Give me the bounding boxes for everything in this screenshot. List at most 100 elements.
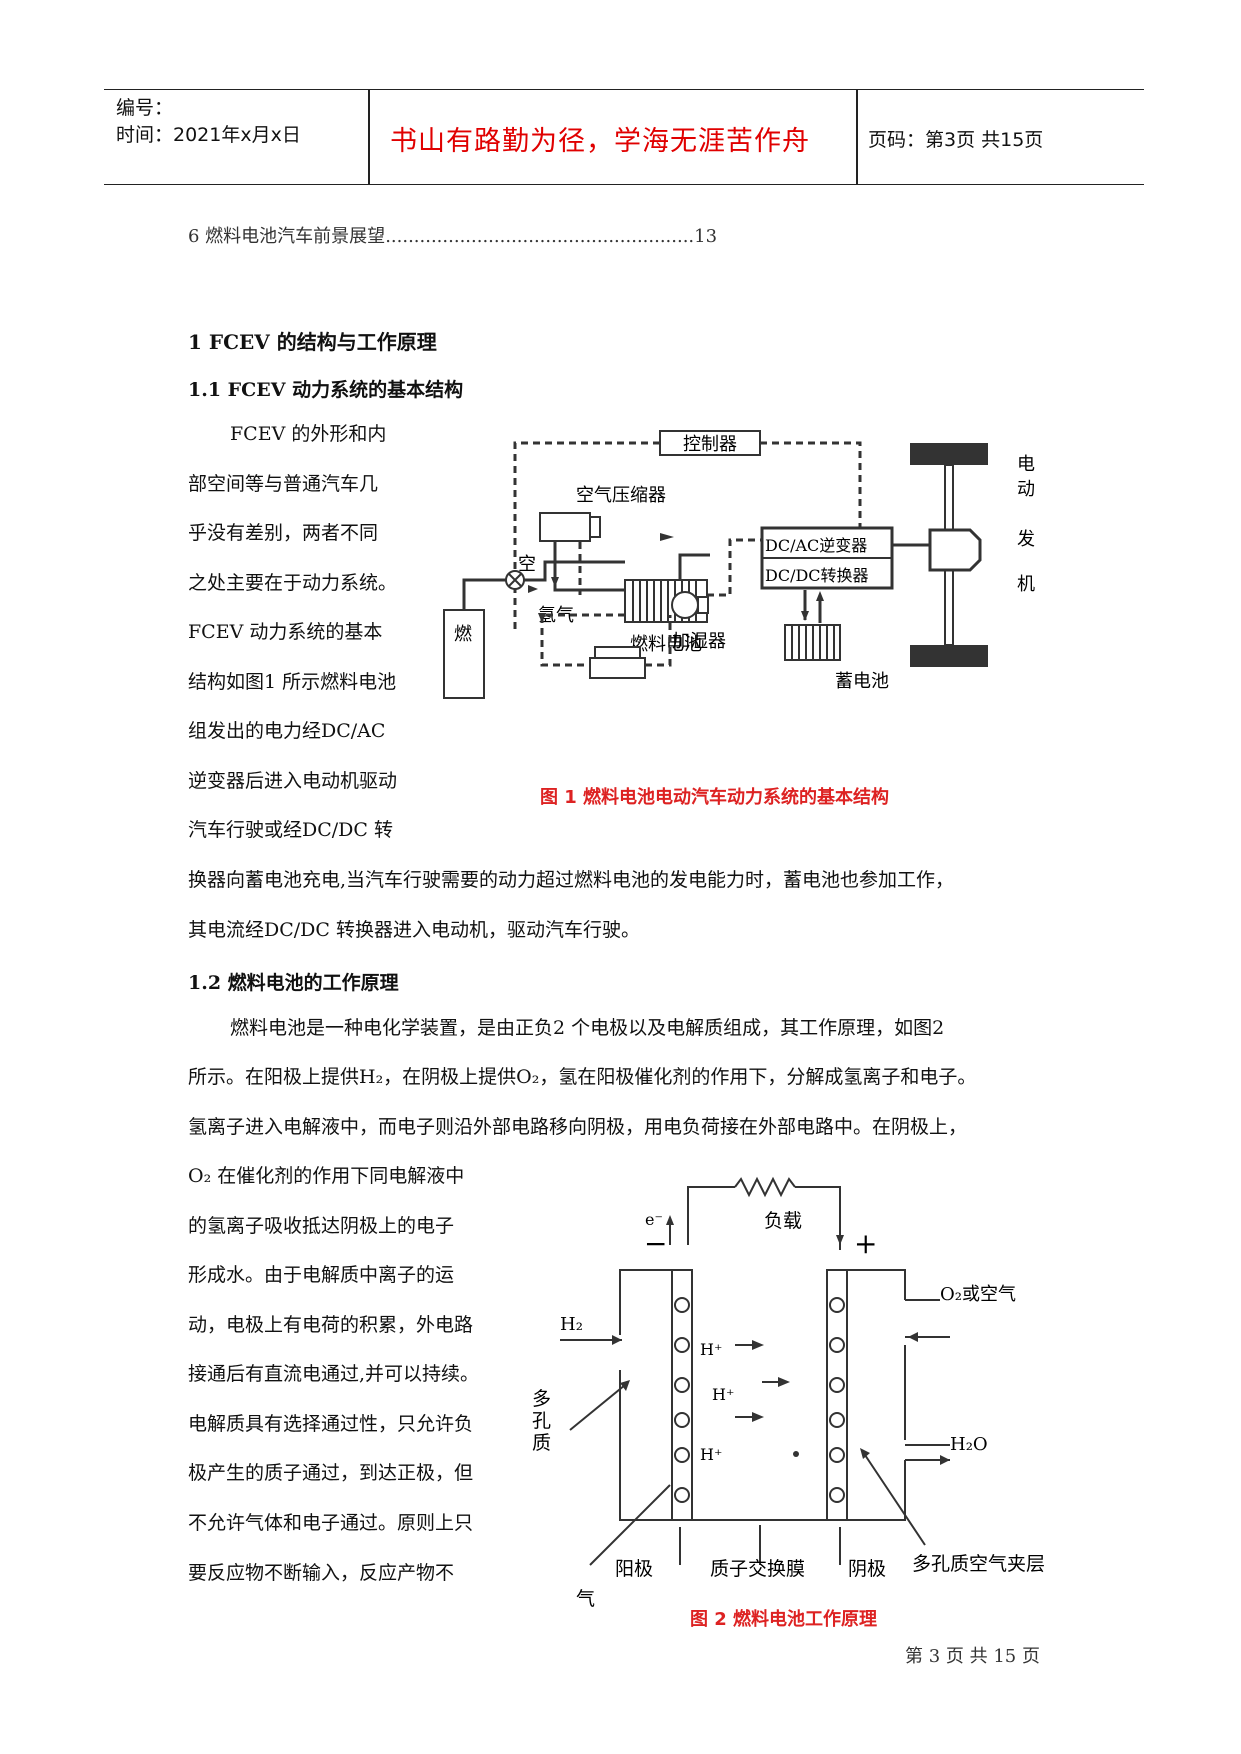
water-tank-top bbox=[594, 646, 641, 659]
para2-line: 要反应物不断输入，反应产物不 bbox=[188, 1562, 455, 1584]
valve-cross bbox=[508, 573, 522, 587]
humidifier-icon bbox=[671, 591, 699, 619]
para1-line: 汽车行驶或经DC/DC 转 bbox=[188, 819, 393, 841]
air-layer-pointer bbox=[864, 1454, 926, 1546]
proton-labels: H⁺ H⁺ H⁺ bbox=[700, 1340, 734, 1464]
para2-line: 所示。在阳极上提供H₂，在阴极上提供O₂，氢在阳极催化剂的作用下，分解成氢离子和… bbox=[188, 1066, 977, 1088]
toc-leader: ........................................… bbox=[385, 226, 695, 247]
power-line bbox=[707, 538, 762, 597]
hydrogen-label: 氢气 bbox=[538, 605, 574, 626]
toc-entry-title: 6 燃料电池汽车前景展望 bbox=[188, 226, 386, 247]
h2-label: H₂ bbox=[560, 1314, 583, 1335]
h2-arrow-icon bbox=[612, 1335, 622, 1345]
h2o-arrow-icon bbox=[940, 1455, 950, 1465]
hydrogen-pipe bbox=[462, 578, 506, 610]
header-page: 页码：第3页 共15页 bbox=[868, 129, 1044, 151]
h-plus-label: H⁺ bbox=[700, 1445, 722, 1464]
motor-label: 发 bbox=[1017, 529, 1035, 550]
para1-line: 之处主要在于动力系统。 bbox=[188, 572, 398, 594]
inverter-label: DC/AC逆变器 bbox=[765, 536, 867, 555]
h-plus-label: H⁺ bbox=[712, 1385, 734, 1404]
humidifier-nozzle bbox=[697, 596, 709, 614]
porous-label: 质 bbox=[532, 1432, 551, 1454]
figure2-diagram: 负载 e⁻ − + H⁺ H⁺ H⁺ H₂ O₂或空气 H₂O 多 孔 质 阳 bbox=[532, 1176, 1045, 1610]
o2-label: O₂或空气 bbox=[940, 1284, 1016, 1305]
h-plus-label: H⁺ bbox=[700, 1340, 722, 1359]
air-compressor bbox=[539, 512, 591, 542]
motor-label: 电 bbox=[1017, 454, 1035, 475]
air-arrow-icon bbox=[551, 577, 559, 587]
membrane-label: 质子交换膜 bbox=[710, 1558, 805, 1580]
water-tank bbox=[589, 657, 646, 679]
para1-line: 换器向蓄电池充电,当汽车行驶需要的动力超过燃料电池的发电能力时，蓄电池也参加工作… bbox=[188, 869, 955, 891]
header-divider bbox=[368, 90, 370, 184]
external-circuit bbox=[687, 1186, 735, 1245]
water-loop bbox=[645, 615, 672, 667]
para1-line: 结构如图1 所示燃料电池 bbox=[188, 671, 397, 693]
para1-line: FCEV 动力系统的基本 bbox=[188, 621, 383, 643]
wheel-front bbox=[910, 443, 988, 465]
header-time: 时间：2021年x月x日 bbox=[116, 124, 301, 146]
external-circuit bbox=[795, 1186, 841, 1250]
para1-line: FCEV 的外形和内 bbox=[230, 423, 387, 445]
para2-line: 动，电极上有电荷的积累，外电路 bbox=[188, 1314, 474, 1336]
proton-flow-arrows bbox=[735, 1340, 799, 1457]
para2-line: 燃料电池是一种电化学装置，是由正负2 个电极以及电解质组成，其工作原理，如图2 bbox=[230, 1017, 945, 1039]
minus-sign: − bbox=[644, 1227, 667, 1260]
electron-arrow-icon bbox=[666, 1215, 674, 1225]
plus-sign: + bbox=[854, 1227, 877, 1260]
para2-line: 不允许气体和电子通过。原则上只 bbox=[188, 1512, 474, 1534]
para2-line: 接通后有直流电通过,并可以持续。 bbox=[188, 1363, 480, 1385]
air-compressor-label: 空气压缩器 bbox=[576, 485, 666, 506]
wheel-rear bbox=[910, 645, 988, 667]
battery-cells bbox=[791, 625, 835, 660]
figure1-diagram: 控制器 空气压缩器 空 燃料电池 燃 氢气 加湿器 DC/AC逆变器 DC/DC… bbox=[443, 430, 1035, 699]
para2-line: 形成水。由于电解质中离子的运 bbox=[188, 1264, 455, 1286]
motor-label: 动 bbox=[1017, 479, 1035, 500]
header-motto: 书山有路勤为径，学海无涯苦作舟 bbox=[390, 126, 810, 157]
subsection-heading-2: 1.2 燃料电池的工作原理 bbox=[188, 972, 399, 994]
o2-arrow-icon bbox=[908, 1332, 918, 1342]
motor-housing bbox=[928, 528, 982, 572]
electron-label: e⁻ bbox=[645, 1210, 663, 1229]
page-footer: 第 3 页 共 15 页 bbox=[905, 1646, 1040, 1667]
controller-label: 控制器 bbox=[683, 434, 737, 455]
subsection-heading-1: 1.1 FCEV 动力系统的基本结构 bbox=[188, 379, 464, 401]
air-compressor-outlet bbox=[589, 516, 601, 538]
fuel-cell-label: 燃料电池 bbox=[630, 634, 702, 655]
hydrogen-arrow-icon bbox=[528, 585, 538, 593]
battery-label: 蓄电池 bbox=[835, 671, 889, 692]
power-arrow-icon bbox=[660, 533, 674, 541]
para2-line: 电解质具有选择通过性，只允许负 bbox=[188, 1413, 474, 1435]
air-layer-arrow-icon bbox=[860, 1448, 870, 1459]
gas-label: 气 bbox=[576, 1588, 595, 1610]
loop-arrow-icon bbox=[538, 613, 546, 623]
para1-line: 其电流经DC/DC 转换器进入电动机，驱动汽车行驶。 bbox=[188, 919, 640, 941]
header-serial: 编号： bbox=[116, 97, 174, 119]
load-label: 负载 bbox=[764, 1210, 802, 1232]
motor-label: 机 bbox=[1017, 574, 1035, 595]
porous-pointer bbox=[569, 1384, 626, 1431]
anode-pointer bbox=[589, 1484, 671, 1566]
anode-label: 阳极 bbox=[615, 1558, 653, 1580]
control-line bbox=[760, 441, 862, 533]
porous-label: 孔 bbox=[532, 1410, 551, 1432]
toc-page: 13 bbox=[694, 226, 718, 247]
para2-line: O₂ 在催化剂的作用下同电解液中 bbox=[188, 1165, 465, 1187]
cathode-inlet bbox=[905, 1299, 950, 1338]
cathode-label: 阴极 bbox=[848, 1558, 886, 1580]
load-resistor-icon bbox=[734, 1176, 796, 1198]
toc-entry[interactable]: 6 燃料电池汽车前景展望............................… bbox=[188, 222, 717, 248]
battery-down-arrow-icon bbox=[801, 611, 809, 621]
para2-line: 的氢离子吸收抵达阴极上的电子 bbox=[188, 1215, 455, 1237]
control-line bbox=[513, 441, 660, 630]
porous-label: 多 bbox=[532, 1388, 551, 1410]
figure1-caption: 图 1 燃料电池电动汽车动力系统的基本结构 bbox=[540, 787, 890, 808]
air-pipe bbox=[553, 541, 625, 592]
figure2-caption: 图 2 燃料电池工作原理 bbox=[690, 1609, 878, 1630]
humidifier-pipe bbox=[678, 553, 710, 580]
h2o-label: H₂O bbox=[950, 1434, 988, 1455]
hydrogen-pipe bbox=[524, 560, 625, 582]
cell-outline-top bbox=[619, 1269, 906, 1300]
para1-line: 组发出的电力经DC/AC bbox=[188, 720, 386, 742]
